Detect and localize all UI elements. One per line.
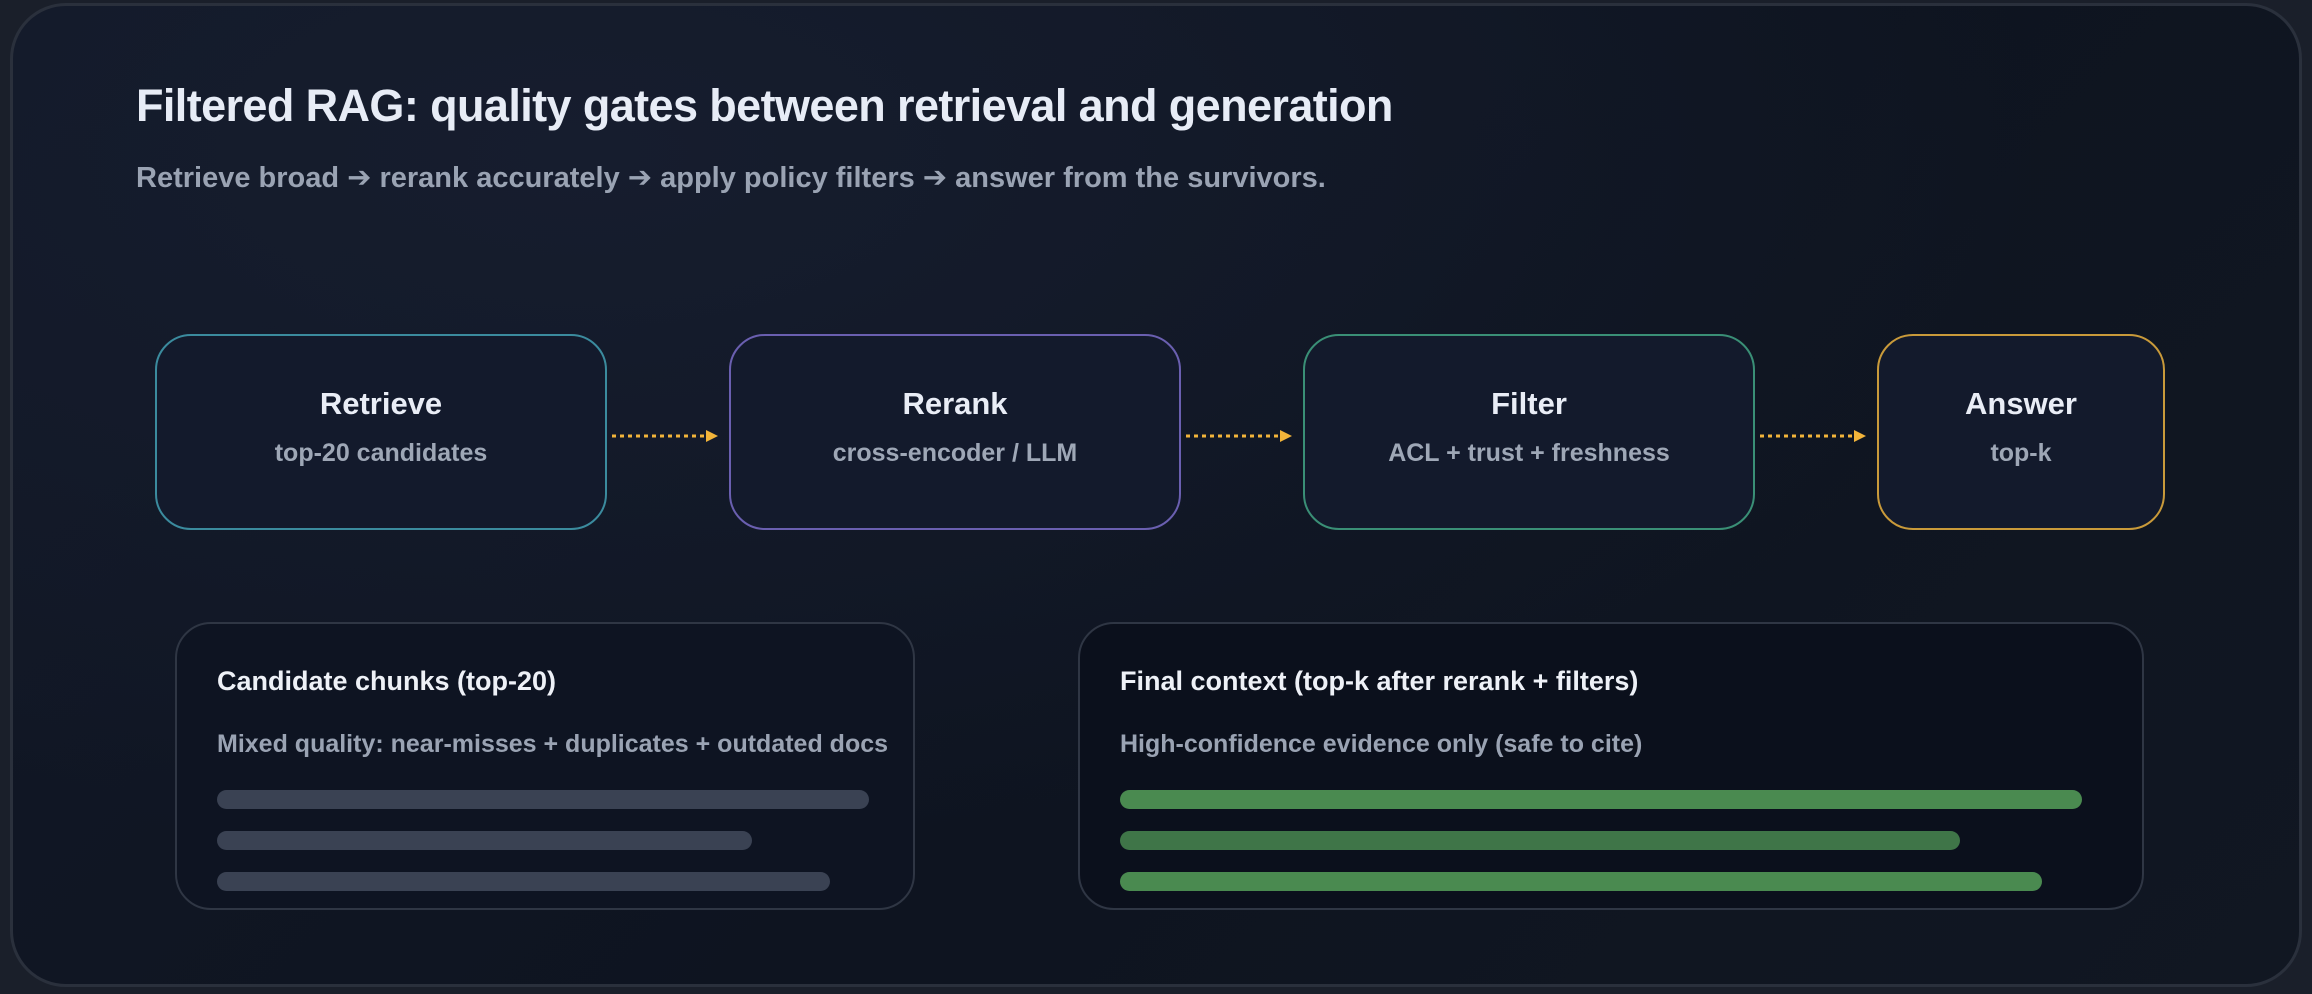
page-subtitle: Retrieve broad ➔ rerank accurately ➔ app…	[136, 162, 1326, 194]
candidate-chunk-bar	[217, 790, 869, 809]
final-context-bar	[1120, 872, 2042, 891]
step-rerank-name: Rerank	[902, 386, 1008, 421]
step-answer-desc: top-k	[1990, 439, 2052, 467]
final-context-panel: Final context (top-k after rerank + filt…	[1078, 622, 2144, 910]
page-title: Filtered RAG: quality gates between retr…	[136, 80, 1393, 131]
candidate-chunks-title: Candidate chunks (top-20)	[217, 666, 557, 696]
arrow-filter-to-answer	[1760, 430, 1866, 442]
step-retrieve-name: Retrieve	[319, 386, 443, 421]
final-context-title: Final context (top-k after rerank + filt…	[1120, 666, 1639, 696]
diagram-card: Filtered RAG: quality gates between retr…	[10, 3, 2302, 987]
arrow-rerank-to-filter	[1186, 430, 1292, 442]
step-retrieve-desc: top-20 candidates	[274, 439, 488, 467]
candidate-chunk-bar	[217, 872, 830, 891]
step-answer-name: Answer	[1965, 386, 2077, 421]
candidate-chunks-desc: Mixed quality: near-misses + duplicates …	[217, 730, 889, 758]
step-retrieve: Retrieve top-20 candidates	[155, 334, 607, 530]
step-rerank-desc: cross-encoder / LLM	[832, 439, 1078, 467]
final-context-bar	[1120, 831, 1960, 850]
candidate-chunks-panel: Candidate chunks (top-20) Mixed quality:…	[175, 622, 915, 910]
arrow-retrieve-to-rerank	[612, 430, 718, 442]
arrow-head	[1280, 430, 1292, 442]
final-context-bar	[1120, 790, 2082, 809]
step-filter-name: Filter	[1491, 386, 1567, 421]
final-context-desc: High-confidence evidence only (safe to c…	[1120, 730, 1643, 758]
arrow-head	[1854, 430, 1866, 442]
candidate-chunk-bar	[217, 831, 752, 850]
step-rerank: Rerank cross-encoder / LLM	[729, 334, 1181, 530]
arrow-head	[706, 430, 718, 442]
step-answer: Answer top-k	[1877, 334, 2165, 530]
step-filter-desc: ACL + trust + freshness	[1388, 439, 1670, 467]
step-filter: Filter ACL + trust + freshness	[1303, 334, 1755, 530]
